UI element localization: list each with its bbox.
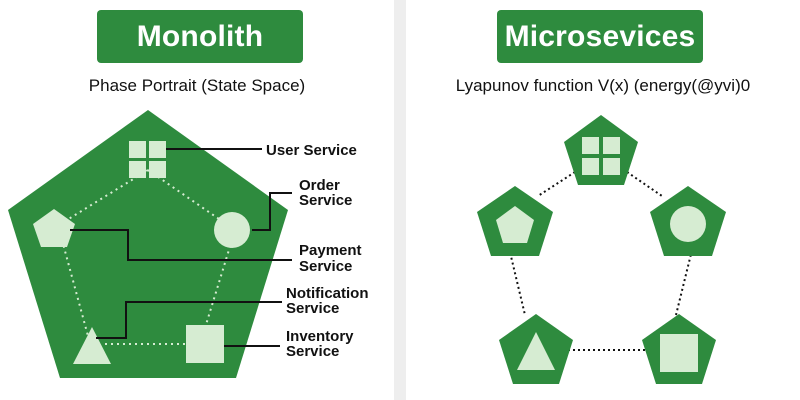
- monolith-pentagon: [8, 110, 288, 378]
- microservices-diagram: [477, 115, 726, 384]
- notification-service-label-1: Notification: [286, 285, 369, 302]
- microservice-node-top: [564, 115, 638, 185]
- microservices-subtitle: Lyapunov function V(x) (energy(@yvi)0: [455, 76, 751, 95]
- triangle-icon: [73, 327, 111, 364]
- order-service-label-2: Service: [299, 192, 352, 209]
- square-icon: [660, 334, 698, 372]
- order-service-label-1: Order: [299, 177, 340, 194]
- user-service-label: User Service: [266, 142, 357, 159]
- grid-icon: [582, 137, 620, 175]
- monolith-dotted-links: [53, 169, 233, 345]
- microservices-title: Microsevices: [497, 10, 703, 63]
- monolith-subtitle: Phase Portrait (State Space): [88, 76, 306, 95]
- triangle-icon: [517, 332, 555, 370]
- circle-icon: [214, 212, 250, 248]
- notification-service-label-2: Service: [286, 300, 339, 317]
- square-icon: [186, 325, 224, 363]
- circle-icon: [670, 206, 706, 242]
- monolith-callouts: [70, 148, 292, 347]
- monolith-panel: Monolith Phase Portrait (State Space): [0, 0, 394, 400]
- monolith-diagram: User Service Order Service Payment Servi…: [8, 110, 369, 378]
- inventory-service-label-2: Service: [286, 343, 339, 360]
- payment-service-label-2: Service: [299, 258, 352, 275]
- pentagon-icon: [33, 209, 75, 247]
- microservices-dotted-links: [508, 171, 693, 351]
- grid-icon: [129, 141, 166, 178]
- monolith-title: Monolith: [97, 10, 303, 63]
- microservices-panel: Microsevices Lyapunov function V(x) (ene…: [406, 0, 800, 400]
- payment-service-label-1: Payment: [299, 242, 362, 259]
- pentagon-icon: [496, 206, 534, 243]
- inventory-service-label-1: Inventory: [286, 328, 354, 345]
